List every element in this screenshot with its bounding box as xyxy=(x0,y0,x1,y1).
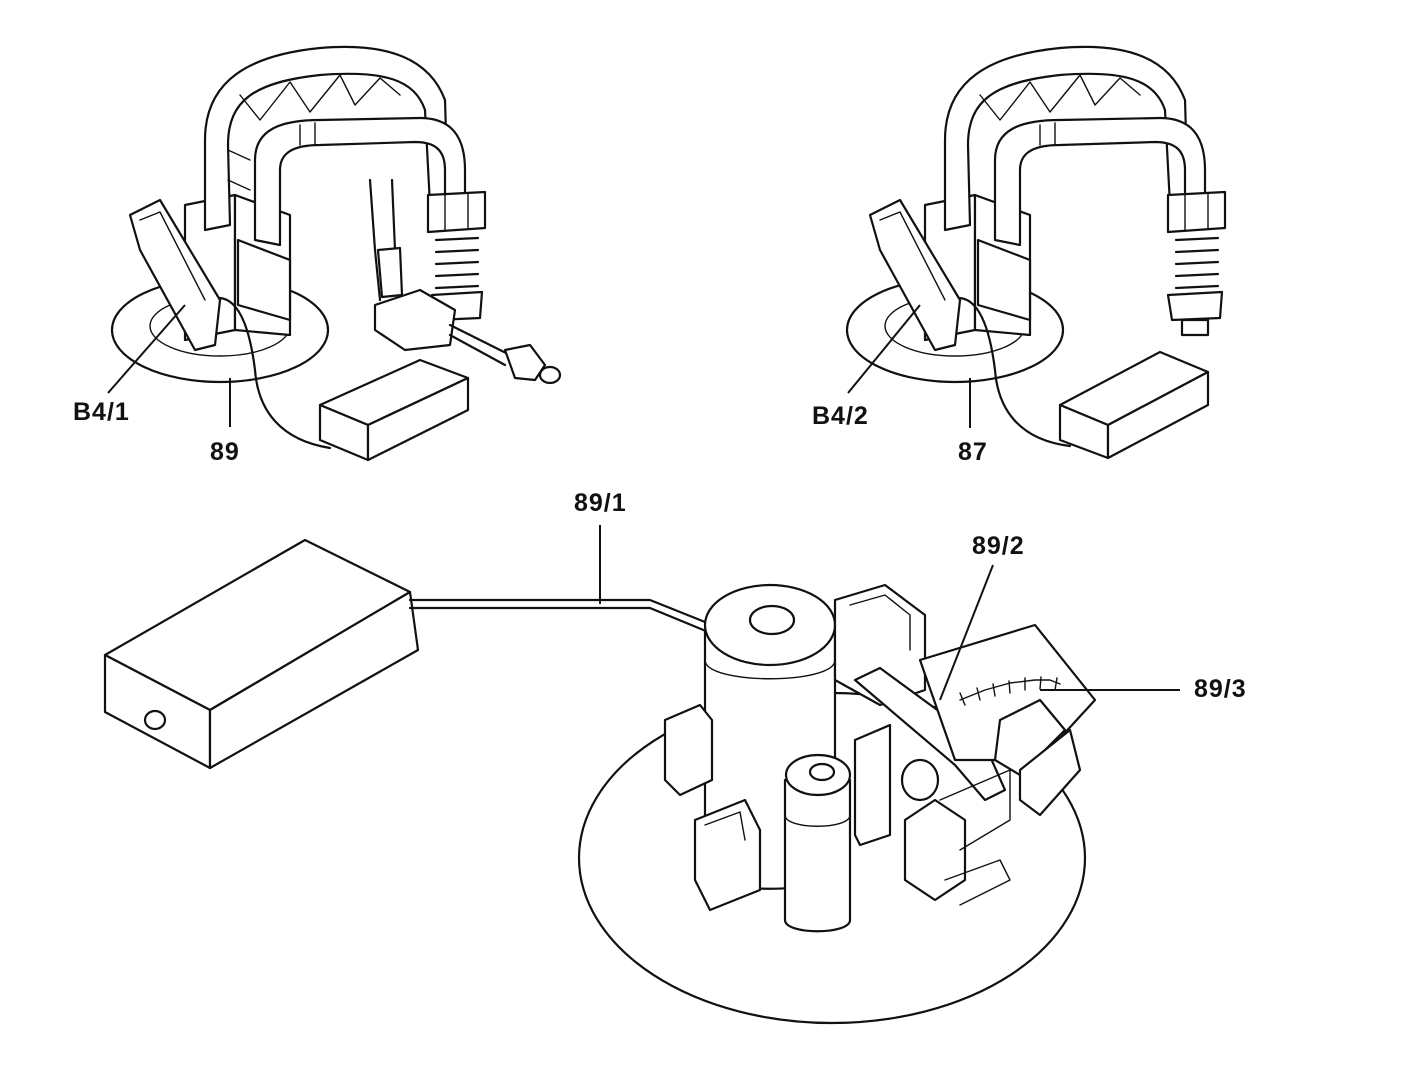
hose-nut xyxy=(426,190,487,234)
clip-left xyxy=(663,703,714,797)
cable-89-1 xyxy=(408,598,722,630)
label-89-3: 89/3 xyxy=(1194,675,1247,703)
fuel-hose xyxy=(993,116,1207,247)
leader-b4-1 xyxy=(107,304,186,394)
float-arm-bracket xyxy=(868,198,962,352)
fuel-pump-assembly-right xyxy=(845,45,1227,460)
label-89: 89 xyxy=(210,438,240,466)
leader-lines xyxy=(107,304,1180,701)
fuel-pump-assembly-left xyxy=(110,45,562,462)
label-89-1: 89/1 xyxy=(574,489,627,517)
bracket-lower xyxy=(903,798,967,902)
float-arm xyxy=(853,666,1007,802)
sender-unit-exploded xyxy=(103,538,1097,1025)
leader-89-2 xyxy=(939,564,994,701)
label-b4-1: B4/1 xyxy=(73,398,130,426)
clip-front xyxy=(693,798,762,912)
callout-labels: B4/1 89 B4/2 87 89/1 89/2 89/3 xyxy=(73,398,1247,703)
hose-nut xyxy=(1166,190,1227,234)
float-holder xyxy=(833,583,927,707)
box-connector xyxy=(143,709,167,731)
fuel-hose xyxy=(253,116,467,247)
leader-b4-2 xyxy=(847,304,921,394)
label-b4-2: B4/2 xyxy=(812,402,869,430)
cylinder-small xyxy=(783,778,852,933)
label-89-2: 89/2 xyxy=(972,532,1025,560)
float-arm-bracket xyxy=(128,198,222,352)
label-87: 87 xyxy=(958,438,988,466)
